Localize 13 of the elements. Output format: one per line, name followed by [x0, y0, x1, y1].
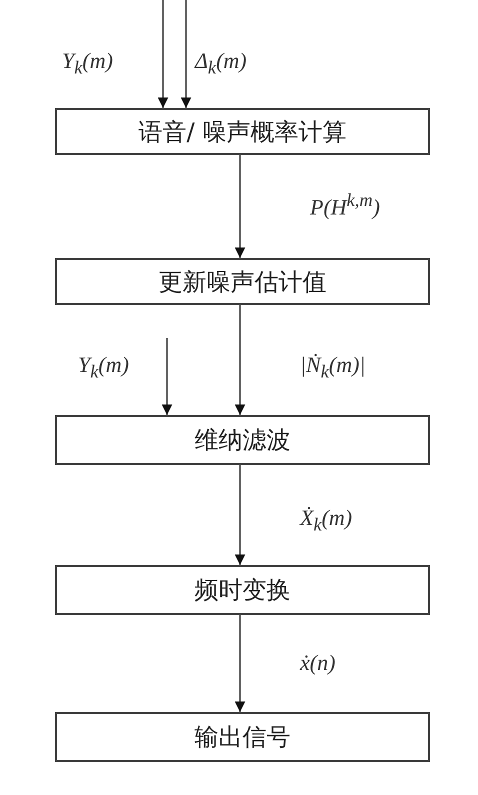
process-box: 频时变换: [55, 565, 430, 615]
arrow: [158, 0, 168, 108]
process-box: 输出信号: [55, 712, 430, 762]
arrow: [234, 465, 246, 565]
arrow: [234, 615, 246, 712]
arrow: [162, 338, 172, 415]
process-box: 维纳滤波: [55, 415, 430, 465]
arrow: [234, 305, 246, 415]
process-box: 更新噪声估计值: [55, 258, 430, 305]
process-box: 语音/ 噪声概率计算: [55, 108, 430, 155]
edge-label: P(H$^{k,m}$): [310, 190, 380, 220]
arrow: [180, 0, 192, 108]
arrow: [234, 155, 246, 258]
